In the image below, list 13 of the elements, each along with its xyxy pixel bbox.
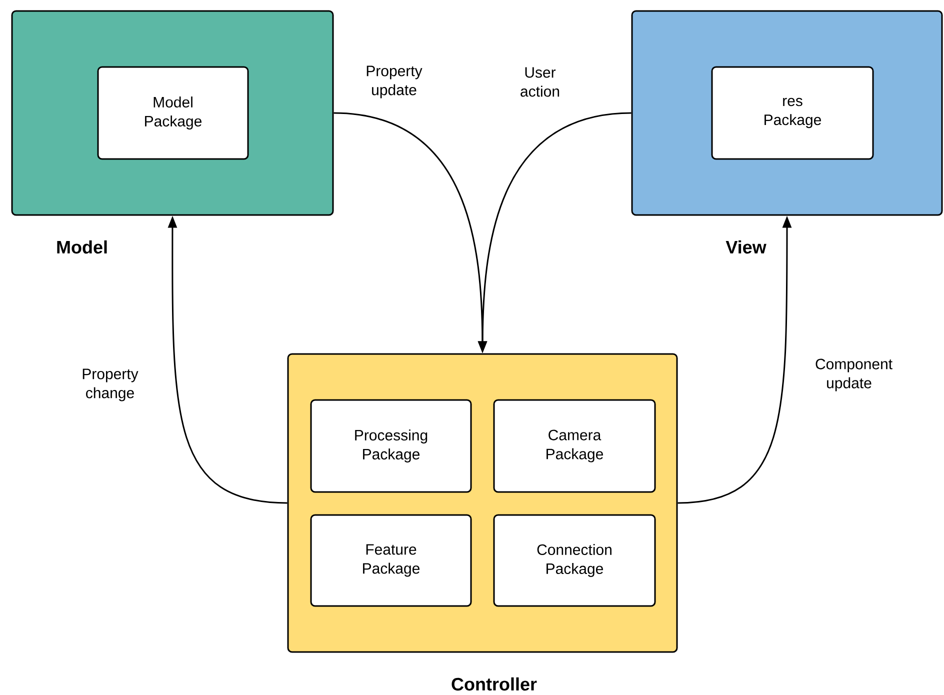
package-box: Camera Package — [493, 399, 656, 493]
package-box: Processing Package — [310, 399, 472, 493]
heading: View — [726, 240, 766, 254]
edge-label: Property change — [82, 368, 138, 402]
package-box: Feature Package — [310, 514, 472, 607]
heading: Controller — [452, 677, 537, 691]
package-box: Connection Package — [493, 514, 656, 607]
edge-label: User action — [520, 67, 560, 97]
heading: Model — [57, 240, 107, 254]
edge-label: Component update — [816, 358, 892, 392]
package-box: res Package — [711, 66, 874, 160]
edge-label: Property update — [366, 66, 422, 98]
package-box: Model Package — [97, 66, 249, 160]
